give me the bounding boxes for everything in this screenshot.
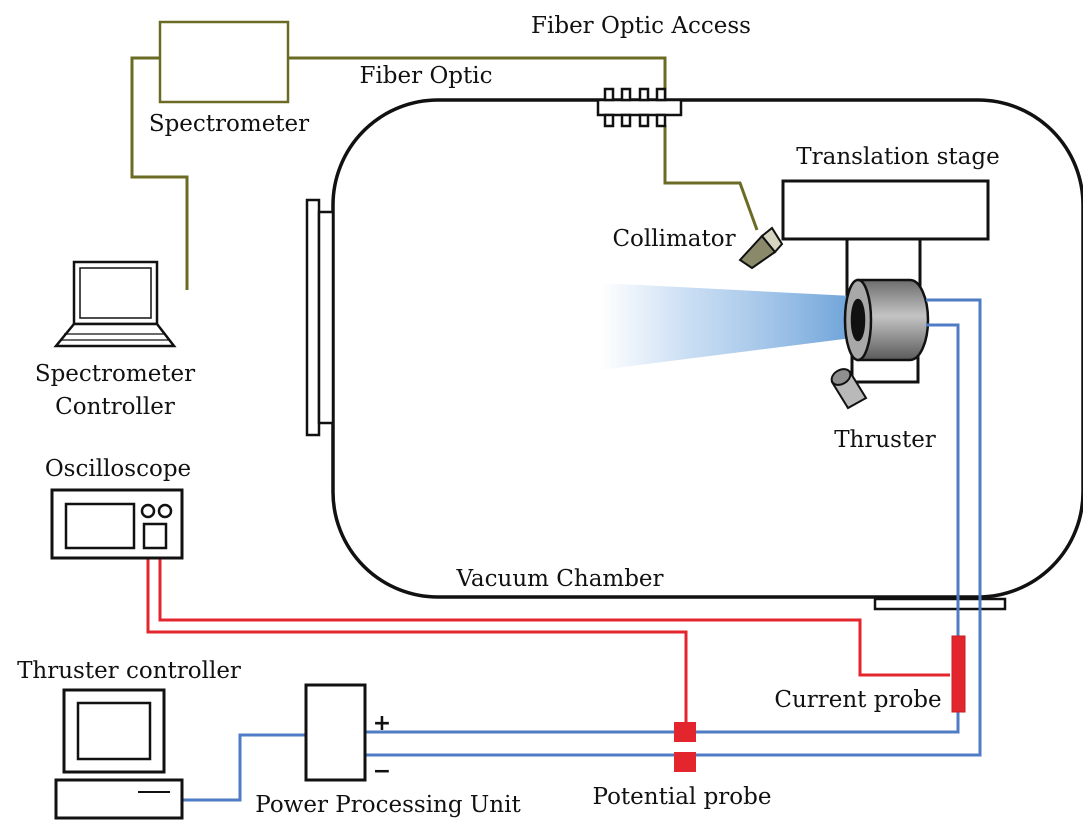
- fiber-optic-access-feedthrough: [596, 87, 683, 128]
- label-fiber-optic-access: Fiber Optic Access: [531, 13, 751, 39]
- label-power-processing-unit: Power Processing Unit: [255, 792, 521, 818]
- label-thruster-controller: Thruster controller: [17, 658, 241, 684]
- chamber-door: [305, 198, 321, 437]
- potential-probe-negative: [674, 752, 696, 772]
- signal-lines: [146, 518, 950, 722]
- chamber-door-flange: [317, 210, 335, 425]
- plasma-plume: [600, 283, 852, 370]
- potential-probe-positive: [674, 722, 696, 742]
- cathode: [830, 368, 868, 410]
- oscilloscope: [50, 488, 184, 560]
- current-probe: [951, 635, 966, 713]
- label-vacuum-chamber: Vacuum Chamber: [455, 566, 663, 592]
- label-minus-sign: −: [373, 759, 391, 784]
- label-spectrometer-controller-line2: Controller: [55, 394, 175, 420]
- label-spectrometer-controller-line1: Spectrometer: [35, 361, 195, 387]
- label-thruster: Thruster: [834, 427, 936, 453]
- label-spectrometer: Spectrometer: [149, 111, 309, 137]
- label-collimator: Collimator: [612, 226, 735, 252]
- thruster-mount: [845, 239, 922, 384]
- translation-stage: [781, 179, 990, 241]
- label-plus-sign: +: [373, 711, 391, 736]
- power-lines: [182, 298, 982, 802]
- label-fiber-optic: Fiber Optic: [359, 63, 492, 89]
- spectrometer-controller-laptop: [53, 260, 177, 348]
- thruster-controller-computer: [54, 688, 184, 820]
- collimator: [738, 226, 784, 270]
- power-processing-unit-box: [304, 683, 367, 782]
- label-oscilloscope: Oscilloscope: [45, 456, 191, 482]
- label-potential-probe: Potential probe: [593, 784, 772, 810]
- label-translation-stage: Translation stage: [796, 144, 999, 170]
- spectrometer-box: [158, 20, 290, 104]
- label-current-probe: Current probe: [774, 687, 941, 713]
- fiber-optic-cable: [130, 56, 759, 290]
- thruster: [843, 278, 930, 362]
- bottom-flange: [873, 597, 1007, 611]
